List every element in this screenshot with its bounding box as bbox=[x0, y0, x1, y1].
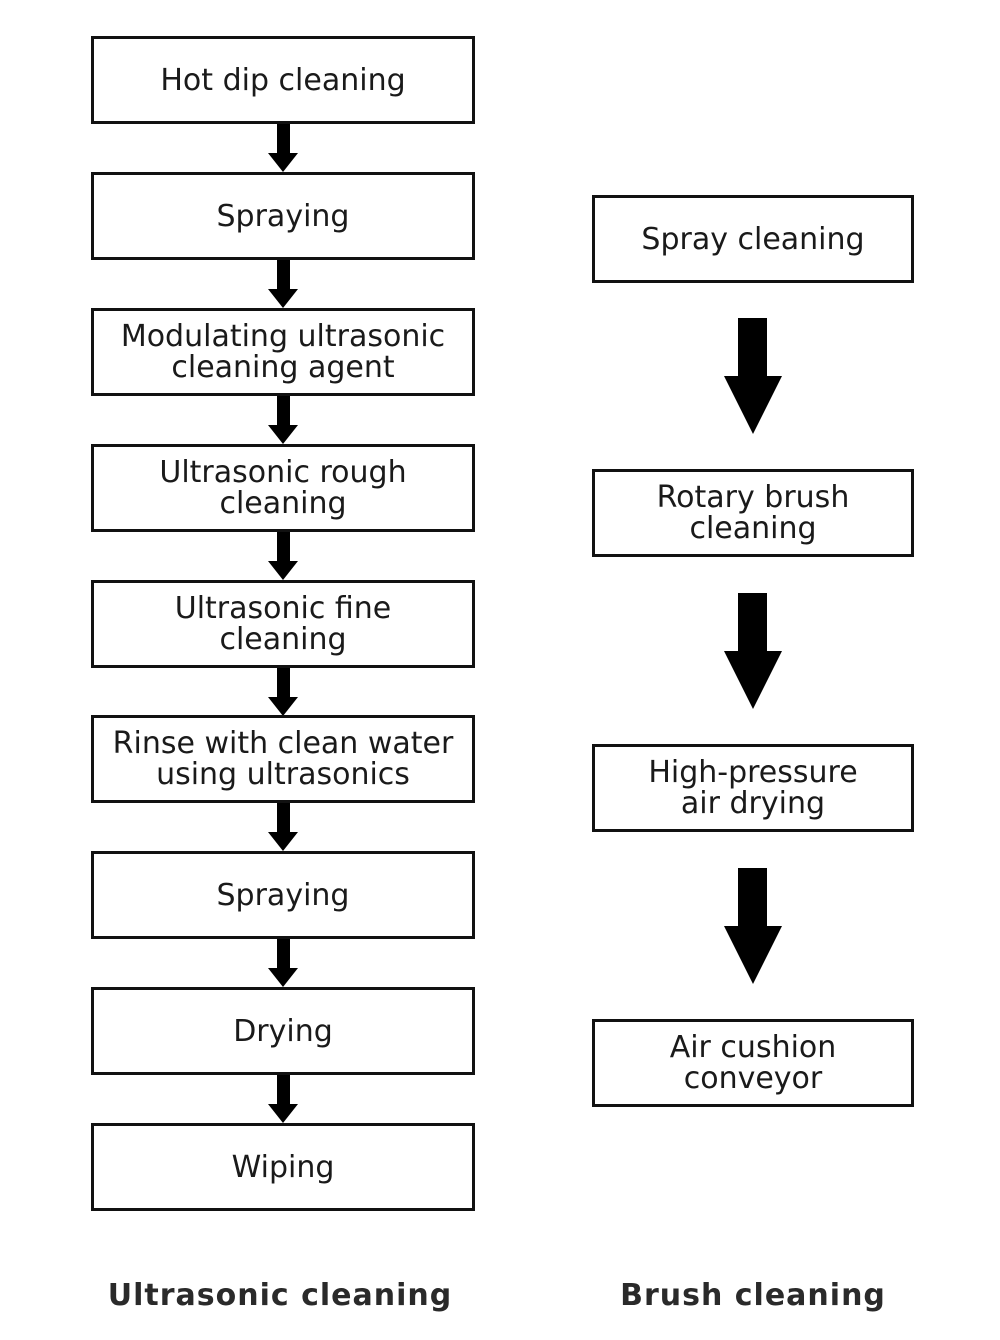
arrow-shaft bbox=[277, 124, 290, 154]
ultrasonic-step-6: Rinse with clean water using ultrasonics bbox=[91, 715, 475, 803]
arrow-head bbox=[268, 832, 298, 851]
arrow-shaft bbox=[277, 532, 290, 562]
arrow-shaft bbox=[277, 939, 290, 969]
ultrasonic-step-5: Ultrasonic fine cleaning bbox=[91, 580, 475, 668]
brush-step-2: Rotary brush cleaning bbox=[592, 469, 914, 557]
ultrasonic-step-3: Modulating ultrasonic cleaning agent bbox=[91, 308, 475, 396]
arrow-head bbox=[268, 425, 298, 444]
arrow-shaft bbox=[277, 260, 290, 290]
ultrasonic-step-9: Wiping bbox=[91, 1123, 475, 1211]
arrow-shaft bbox=[277, 1075, 290, 1105]
brush-arrow-2 bbox=[724, 593, 782, 709]
arrow-head bbox=[724, 651, 782, 709]
arrow-shaft bbox=[738, 868, 767, 928]
arrow-head bbox=[268, 1104, 298, 1123]
ultrasonic-arrow-2 bbox=[268, 260, 298, 308]
arrow-shaft bbox=[277, 668, 290, 698]
arrow-shaft bbox=[277, 396, 290, 426]
arrow-head bbox=[268, 289, 298, 308]
ultrasonic-arrow-6 bbox=[268, 803, 298, 851]
arrow-head bbox=[268, 968, 298, 987]
arrow-head bbox=[268, 561, 298, 580]
ultrasonic-caption: Ultrasonic cleaning bbox=[107, 1278, 453, 1313]
ultrasonic-arrow-4 bbox=[268, 532, 298, 580]
brush-step-3: High-pressure air drying bbox=[592, 744, 914, 832]
ultrasonic-step-2: Spraying bbox=[91, 172, 475, 260]
ultrasonic-step-7: Spraying bbox=[91, 851, 475, 939]
brush-caption: Brush cleaning bbox=[620, 1278, 886, 1313]
brush-step-1: Spray cleaning bbox=[592, 195, 914, 283]
ultrasonic-arrow-7 bbox=[268, 939, 298, 987]
arrow-head bbox=[268, 153, 298, 172]
brush-arrow-1 bbox=[724, 318, 782, 434]
arrow-head bbox=[724, 926, 782, 984]
ultrasonic-arrow-1 bbox=[268, 124, 298, 172]
arrow-shaft bbox=[738, 318, 767, 378]
arrow-head bbox=[268, 697, 298, 716]
brush-arrow-3 bbox=[724, 868, 782, 984]
brush-step-4: Air cushion conveyor bbox=[592, 1019, 914, 1107]
ultrasonic-step-4: Ultrasonic rough cleaning bbox=[91, 444, 475, 532]
arrow-shaft bbox=[277, 803, 290, 833]
arrow-shaft bbox=[738, 593, 767, 653]
ultrasonic-arrow-3 bbox=[268, 396, 298, 444]
arrow-head bbox=[724, 376, 782, 434]
ultrasonic-step-8: Drying bbox=[91, 987, 475, 1075]
ultrasonic-arrow-8 bbox=[268, 1075, 298, 1123]
ultrasonic-arrow-5 bbox=[268, 668, 298, 716]
ultrasonic-step-1: Hot dip cleaning bbox=[91, 36, 475, 124]
